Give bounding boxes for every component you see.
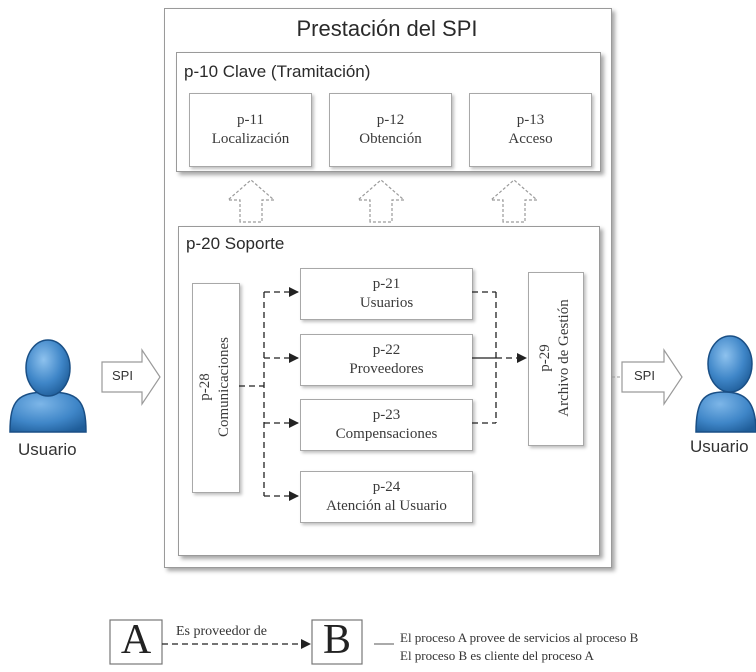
box-p24: p-24 Atención al Usuario (300, 471, 473, 523)
dashed-links (239, 287, 527, 501)
user-label-right: Usuario (690, 437, 749, 456)
p23-code: p-23 (372, 407, 401, 423)
clave-title: p-10 Clave (Tramitación) (184, 62, 371, 81)
box-p22: p-22 Proveedores (300, 334, 473, 386)
box-p23: p-23 Compensaciones (300, 399, 473, 451)
user-icon-left (9, 339, 87, 433)
spi-arrow-right (621, 348, 683, 406)
box-p28 (192, 283, 240, 493)
spi-label-right: SPI (634, 368, 655, 383)
p12-code: p-12 (376, 112, 405, 128)
spi-label-left: SPI (112, 368, 133, 383)
p23-name: Compensaciones (335, 426, 438, 442)
box-p21: p-21 Usuarios (300, 268, 473, 320)
user-label-left: Usuario (18, 440, 77, 459)
spi-arrow-left (101, 348, 161, 406)
box-p12: p-12 Obtención (329, 93, 452, 167)
outer-title: Prestación del SPI (296, 16, 478, 41)
up-arrow-3 (489, 179, 539, 223)
soporte-title: p-20 Soporte (186, 234, 285, 253)
p22-code: p-22 (372, 342, 401, 358)
p13-code: p-13 (516, 112, 545, 128)
legend-arrow-label: Es proveedor de (176, 624, 267, 639)
legend-box-a (109, 619, 163, 665)
box-p13: p-13 Acceso (469, 93, 592, 167)
p24-name: Atención al Usuario (326, 498, 447, 514)
legend-line-2: El proceso B es cliente del proceso A (400, 648, 594, 663)
p22-name: Proveedores (349, 361, 424, 377)
legend-b-label: B (322, 617, 351, 663)
user-icon-right (695, 335, 756, 433)
p13-name: Acceso (508, 131, 553, 147)
p21-code: p-21 (372, 276, 401, 292)
p11-name: Localización (211, 131, 290, 147)
box-p29 (528, 272, 584, 446)
p24-code: p-24 (372, 479, 401, 495)
legend-line-1: El proceso A provee de servicios al proc… (400, 630, 639, 645)
p12-name: Obtención (359, 131, 422, 147)
p21-name: Usuarios (359, 295, 414, 311)
legend-a-label: A (120, 617, 152, 663)
p11-code: p-11 (237, 112, 264, 128)
legend-box-b (311, 619, 363, 665)
box-p11: p-11 Localización (189, 93, 312, 167)
up-arrow-2 (356, 179, 406, 223)
up-arrow-1 (226, 179, 276, 223)
